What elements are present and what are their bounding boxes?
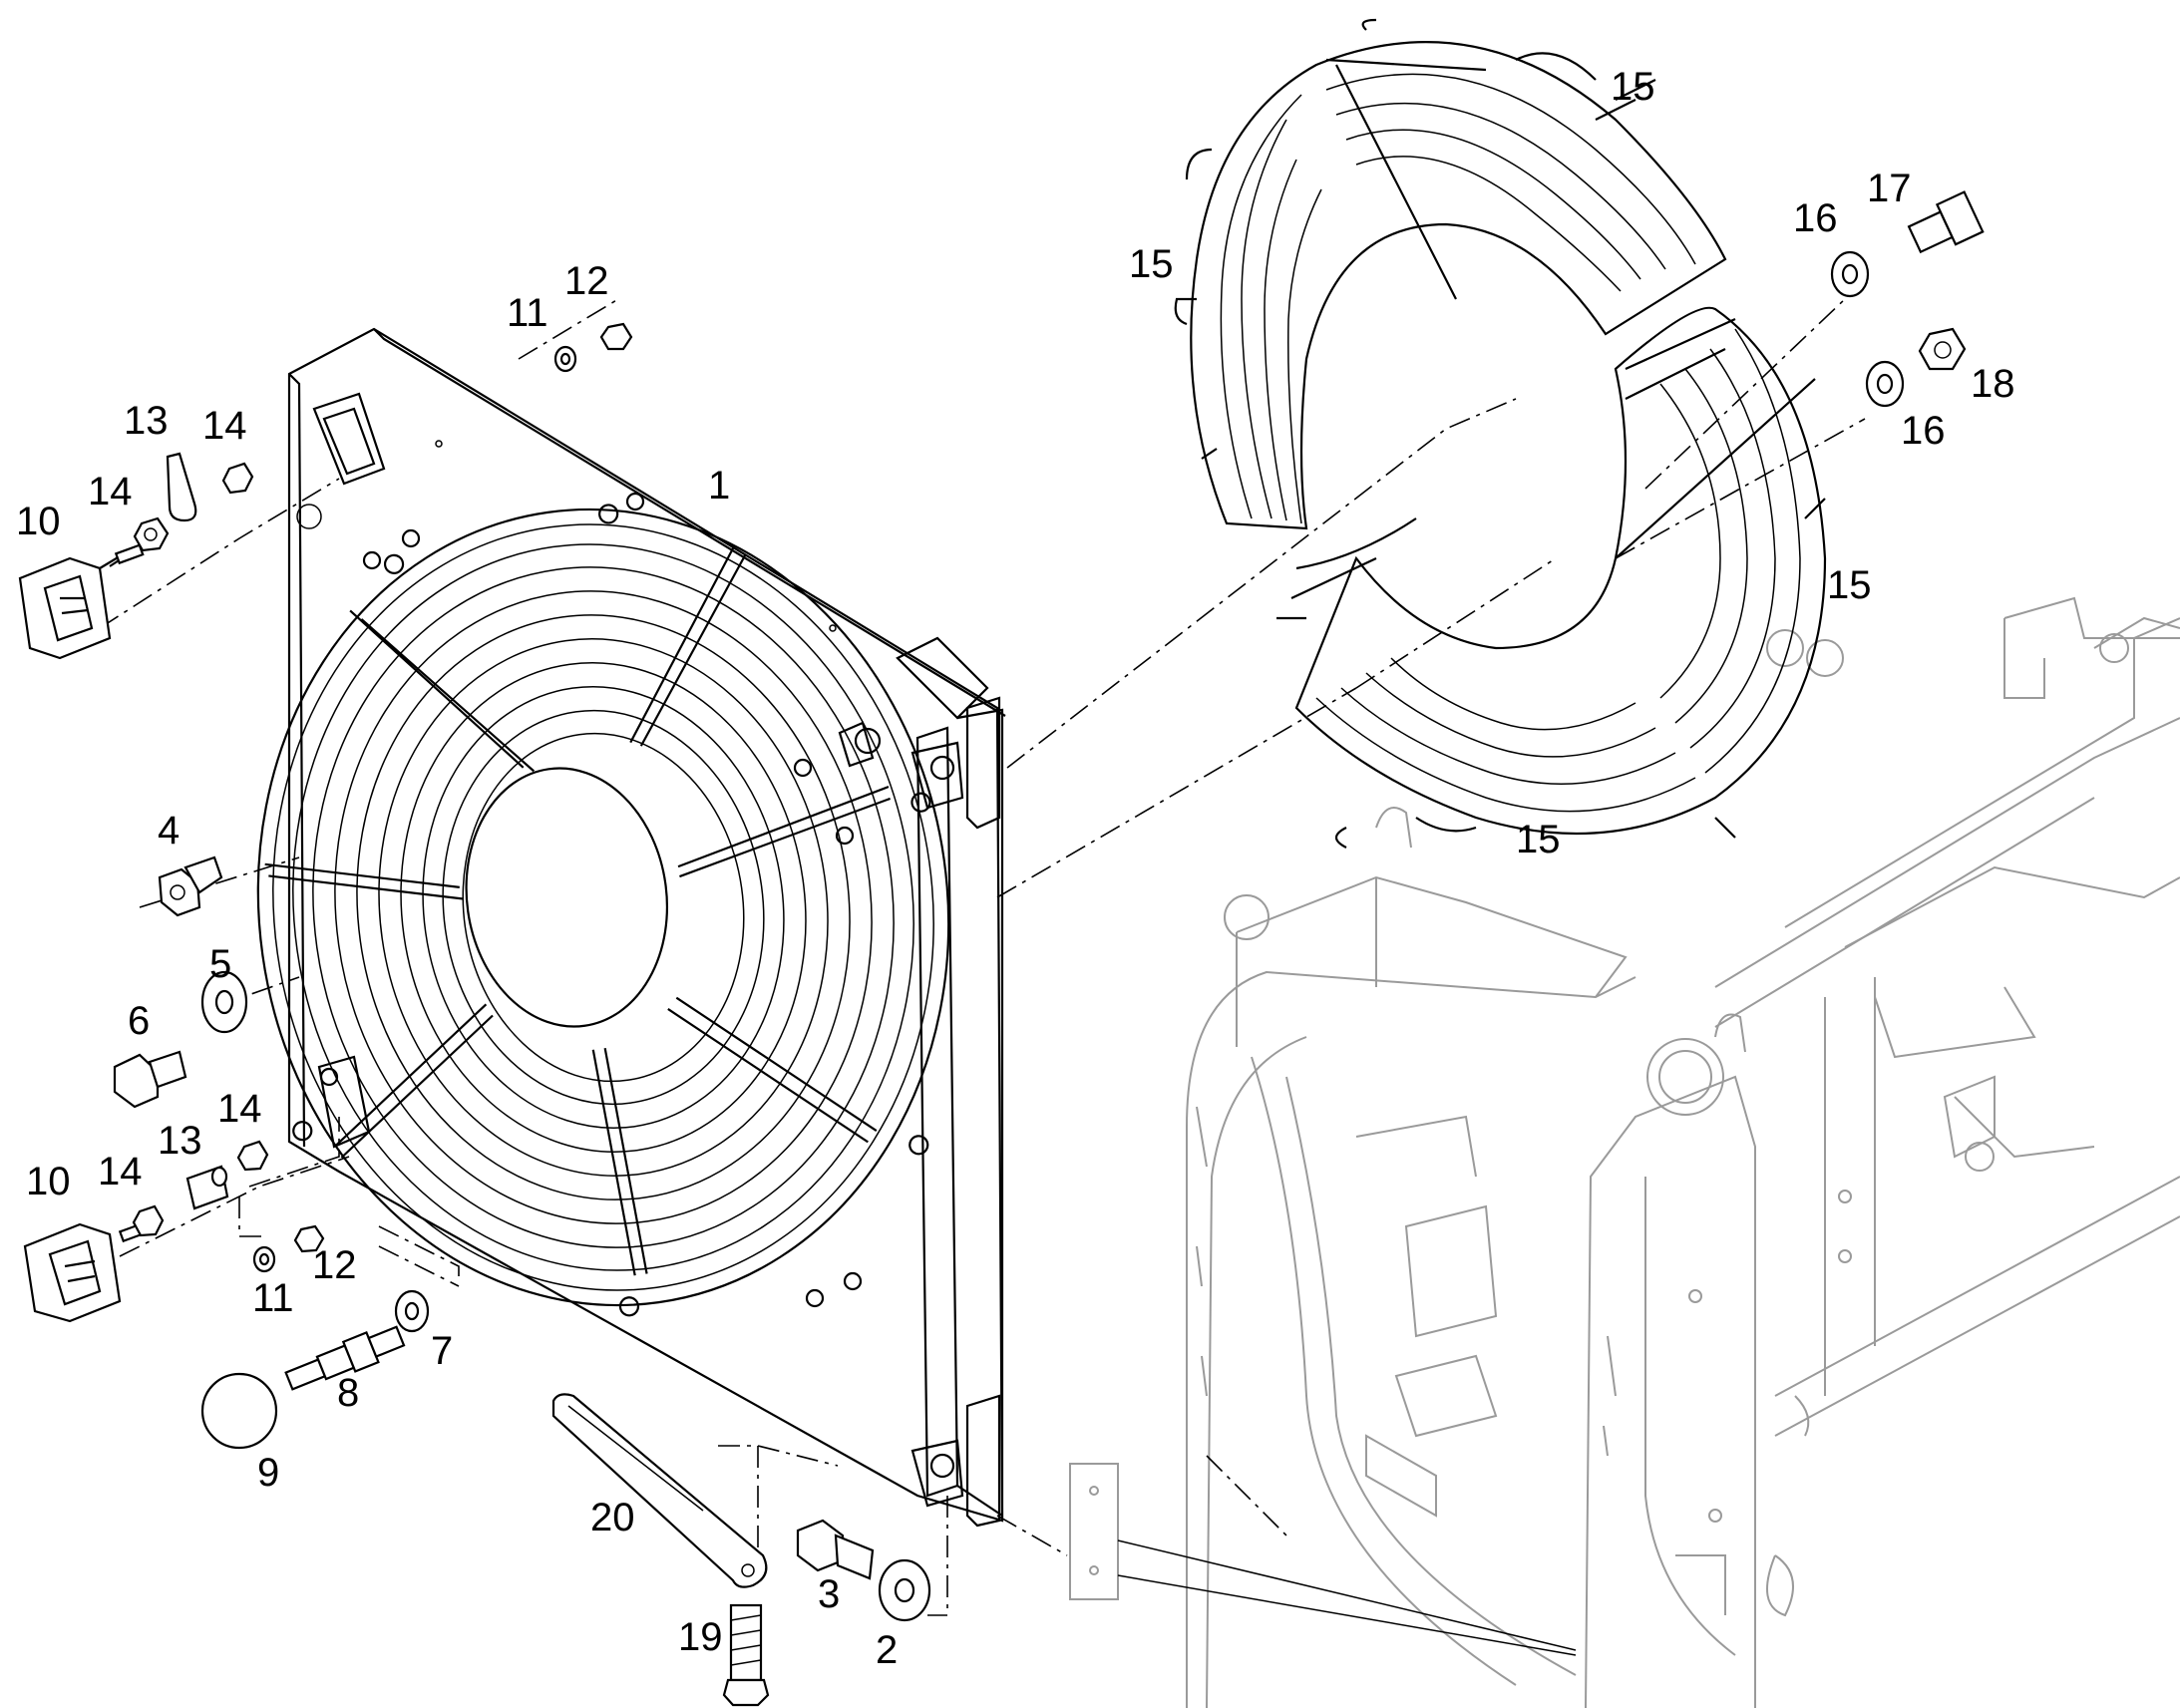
latch-10-upper [18, 552, 131, 660]
screw-upper [114, 543, 145, 565]
bolt-19 [722, 1603, 770, 1707]
callout-14: 14 [202, 404, 247, 448]
nut-12-lower [293, 1224, 325, 1253]
assembly-leader-lines [99, 298, 1866, 1616]
callout-15: 15 [1129, 242, 1174, 286]
callout-14: 14 [98, 1150, 143, 1194]
callout-20: 20 [590, 1496, 635, 1539]
lever-13-upper [166, 452, 197, 522]
nut-18 [1918, 327, 1967, 371]
callout-19: 19 [678, 1615, 723, 1659]
callout-13: 13 [124, 399, 169, 443]
washer-5 [200, 970, 248, 1034]
callout-6: 6 [128, 999, 150, 1043]
fan-guard-upper-half [1174, 18, 1727, 530]
callout-13: 13 [158, 1119, 202, 1163]
fan-guard-lower-half [1276, 306, 1827, 849]
callout-10: 10 [16, 500, 61, 543]
callout-12: 12 [312, 1243, 357, 1287]
washer-16-upper [1830, 250, 1870, 298]
callout-9: 9 [257, 1451, 279, 1495]
strap-20 [551, 1393, 768, 1588]
cap-9 [200, 1372, 278, 1450]
washer-7 [394, 1289, 430, 1333]
fitting-4 [158, 855, 223, 917]
nut-14-lower-b [236, 1140, 269, 1172]
callout-11: 11 [507, 291, 548, 335]
bolt-6 [113, 1050, 187, 1109]
nut-14-lower-a [132, 1204, 165, 1237]
callout-5: 5 [209, 942, 231, 986]
callout-1: 1 [708, 464, 730, 508]
nut-14-upper-a [133, 516, 170, 552]
callout-16: 16 [1901, 409, 1946, 453]
callout-14: 14 [217, 1087, 262, 1131]
reference-lines [1117, 1539, 1577, 1656]
callout-4: 4 [158, 809, 180, 853]
washer-11-lower [252, 1245, 276, 1273]
callout-2: 2 [876, 1628, 898, 1672]
radiator-fan-guard [256, 504, 950, 1317]
bolt-17 [1907, 190, 1985, 254]
callout-15: 15 [1611, 65, 1655, 109]
callout-15: 15 [1827, 563, 1872, 607]
callout-17: 17 [1867, 167, 1912, 210]
latch-10-lower [23, 1222, 122, 1323]
washer-2 [878, 1558, 931, 1622]
callout-7: 7 [431, 1329, 453, 1373]
callout-14: 14 [88, 470, 133, 513]
callout-8: 8 [337, 1371, 359, 1415]
bolt-3 [796, 1519, 875, 1580]
frame-studs [319, 528, 863, 1308]
washer-11-top [553, 345, 577, 373]
nut-12-top [599, 322, 633, 351]
callout-3: 3 [818, 1572, 840, 1616]
callout-12: 12 [564, 259, 609, 303]
support-block [1069, 1463, 1119, 1600]
callout-15: 15 [1516, 818, 1561, 861]
callout-labels: 1 11 12 13 14 14 10 4 5 6 14 13 14 10 11… [16, 65, 2015, 1672]
machine-frame-outline [1186, 596, 2180, 1708]
callout-16: 16 [1793, 196, 1838, 240]
callout-10: 10 [26, 1160, 71, 1203]
washer-16-lower [1865, 360, 1905, 408]
radiator-frame [287, 327, 1006, 1528]
nut-14-upper-b [221, 462, 254, 495]
sensor-8 [284, 1325, 406, 1391]
callout-11: 11 [252, 1276, 294, 1320]
callout-18: 18 [1971, 362, 2015, 406]
lever-13-lower [185, 1165, 229, 1210]
